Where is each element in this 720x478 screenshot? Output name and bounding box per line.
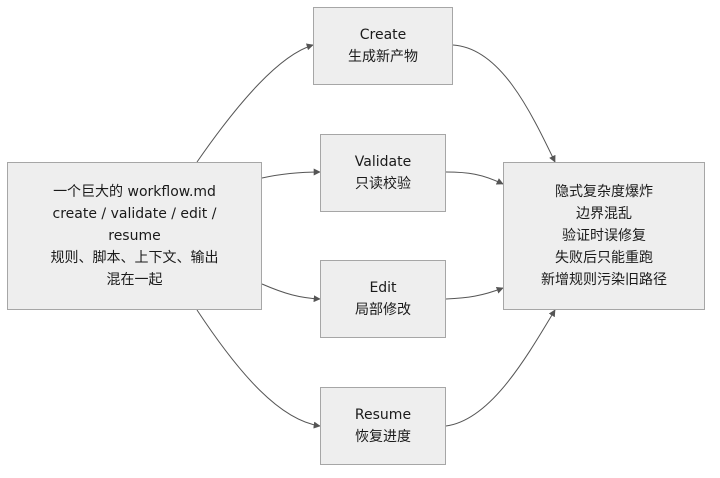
- resume-title: Resume: [354, 407, 412, 423]
- resume-node: Resume 恢复进度: [320, 387, 446, 465]
- source-line: create / validate / edit /: [52, 206, 217, 222]
- create-node: Create 生成新产物: [313, 7, 453, 85]
- problems-node: 隐式复杂度爆炸 边界混乱 验证时误修复 失败后只能重跑 新增规则污染旧路径: [503, 162, 705, 310]
- validate-title: Validate: [354, 154, 412, 170]
- edge-source-resume: [196, 309, 321, 429]
- edit-title: Edit: [369, 280, 397, 296]
- source-line: resume: [108, 228, 161, 244]
- edge-source-create: [196, 43, 314, 163]
- problem-item: 边界混乱: [576, 206, 632, 222]
- create-title: Create: [359, 27, 407, 43]
- edge-validate-problems: [445, 171, 504, 185]
- source-line: 混在一起: [106, 272, 163, 288]
- resume-subtitle: 恢复进度: [355, 429, 411, 445]
- edge-source-edit: [261, 283, 321, 303]
- create-subtitle: 生成新产物: [348, 49, 418, 65]
- source-node: 一个巨大的 workflow.md create / validate / ed…: [7, 162, 262, 310]
- problem-item: 新增规则污染旧路径: [541, 272, 667, 288]
- source-line: 规则、脚本、上下文、输出: [50, 250, 219, 266]
- problem-item: 失败后只能重跑: [555, 250, 653, 266]
- validate-node: Validate 只读校验: [320, 134, 446, 212]
- edge-source-validate: [261, 168, 321, 179]
- validate-subtitle: 只读校验: [355, 176, 411, 192]
- edge-create-problems: [452, 44, 556, 163]
- problem-item: 隐式复杂度爆炸: [555, 184, 653, 200]
- source-line: 一个巨大的 workflow.md: [53, 184, 216, 200]
- problem-item: 验证时误修复: [562, 228, 646, 244]
- edge-resume-problems: [445, 309, 556, 427]
- edit-subtitle: 局部修改: [355, 302, 411, 318]
- edit-node: Edit 局部修改: [320, 260, 446, 338]
- edge-edit-problems: [445, 286, 504, 300]
